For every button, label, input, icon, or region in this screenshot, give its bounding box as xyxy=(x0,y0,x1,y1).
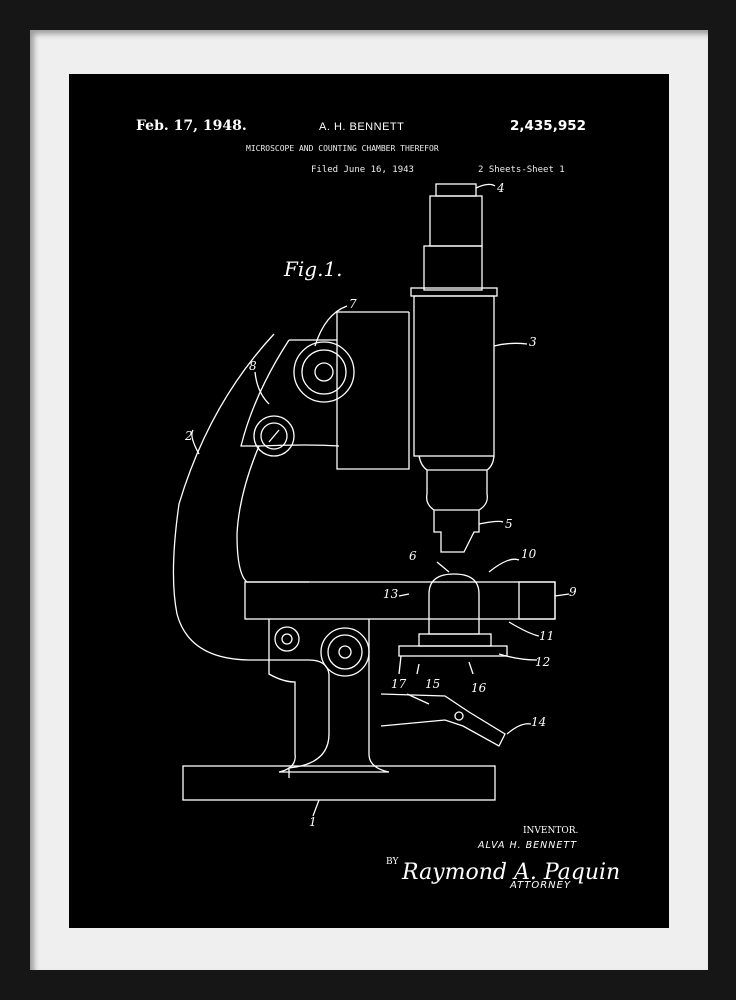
patent-print: Feb. 17, 1948. A. H. BENNETT 2,435,952 M… xyxy=(69,74,669,928)
draw-tube xyxy=(423,245,483,291)
eyepiece-cap xyxy=(435,183,477,197)
ref-8: 8 xyxy=(249,359,257,373)
figure-label: Fig.1. xyxy=(284,257,343,281)
patent-sheets: 2 Sheets-Sheet 1 xyxy=(478,165,565,175)
ref-14: 14 xyxy=(531,715,546,729)
ref-15: 15 xyxy=(425,677,440,691)
ref-3: 3 xyxy=(529,335,537,349)
condenser xyxy=(428,573,480,635)
pivot-screw xyxy=(274,626,300,652)
ref-2: 2 xyxy=(184,429,193,443)
arm-outline xyxy=(172,333,330,778)
attorney-signature: Raymond A. Paquin xyxy=(402,860,621,885)
tilt-knob xyxy=(320,627,370,677)
fine-focus-knob xyxy=(253,415,295,457)
ref-4: 4 xyxy=(496,181,505,195)
patent-number: 2,435,952 xyxy=(510,118,587,134)
patent-inventor-header: A. H. BENNETT xyxy=(319,121,405,133)
patent-date: Feb. 17, 1948. xyxy=(136,118,247,134)
mirror-lever xyxy=(380,693,506,747)
patent-filed-date: Filed June 16, 1943 xyxy=(311,165,414,175)
attorney-label: ATTORNEY xyxy=(510,880,572,891)
ref-16: 16 xyxy=(471,681,487,695)
microscope-drawing: 4 3 7 8 2 5 6 10 9 13 11 12 17 15 16 14 … xyxy=(172,181,577,829)
ref-7: 7 xyxy=(349,297,357,311)
objective-nosepiece xyxy=(418,455,495,553)
ref-11: 11 xyxy=(539,629,554,643)
stage xyxy=(244,581,556,620)
ref-6: 6 xyxy=(409,549,417,563)
arm-bracket xyxy=(336,311,409,322)
base xyxy=(182,765,496,801)
condenser-ring xyxy=(418,633,492,647)
ref-1: 1 xyxy=(309,815,317,829)
ref-10: 10 xyxy=(521,547,537,561)
inventor-name: ALVA H. BENNETT xyxy=(478,840,577,851)
body-tube xyxy=(413,295,495,457)
ref-13: 13 xyxy=(383,587,399,601)
ref-12: 12 xyxy=(535,655,550,669)
inventor-label: INVENTOR. xyxy=(523,826,579,836)
by-label: BY xyxy=(386,857,399,867)
ref-9: 9 xyxy=(569,585,577,599)
ref-5: 5 xyxy=(505,517,513,531)
ref-17: 17 xyxy=(391,677,407,691)
substage xyxy=(398,645,508,657)
coarse-focus-knob xyxy=(293,341,355,403)
reference-numerals: 4 3 7 8 2 5 6 10 9 13 11 12 17 15 16 14 … xyxy=(184,181,577,829)
patent-title: MICROSCOPE AND COUNTING CHAMBER THEREFOR xyxy=(246,144,439,153)
arm-head xyxy=(240,339,340,447)
stage-clip-block xyxy=(518,581,556,620)
eyepiece-tube xyxy=(429,195,483,247)
